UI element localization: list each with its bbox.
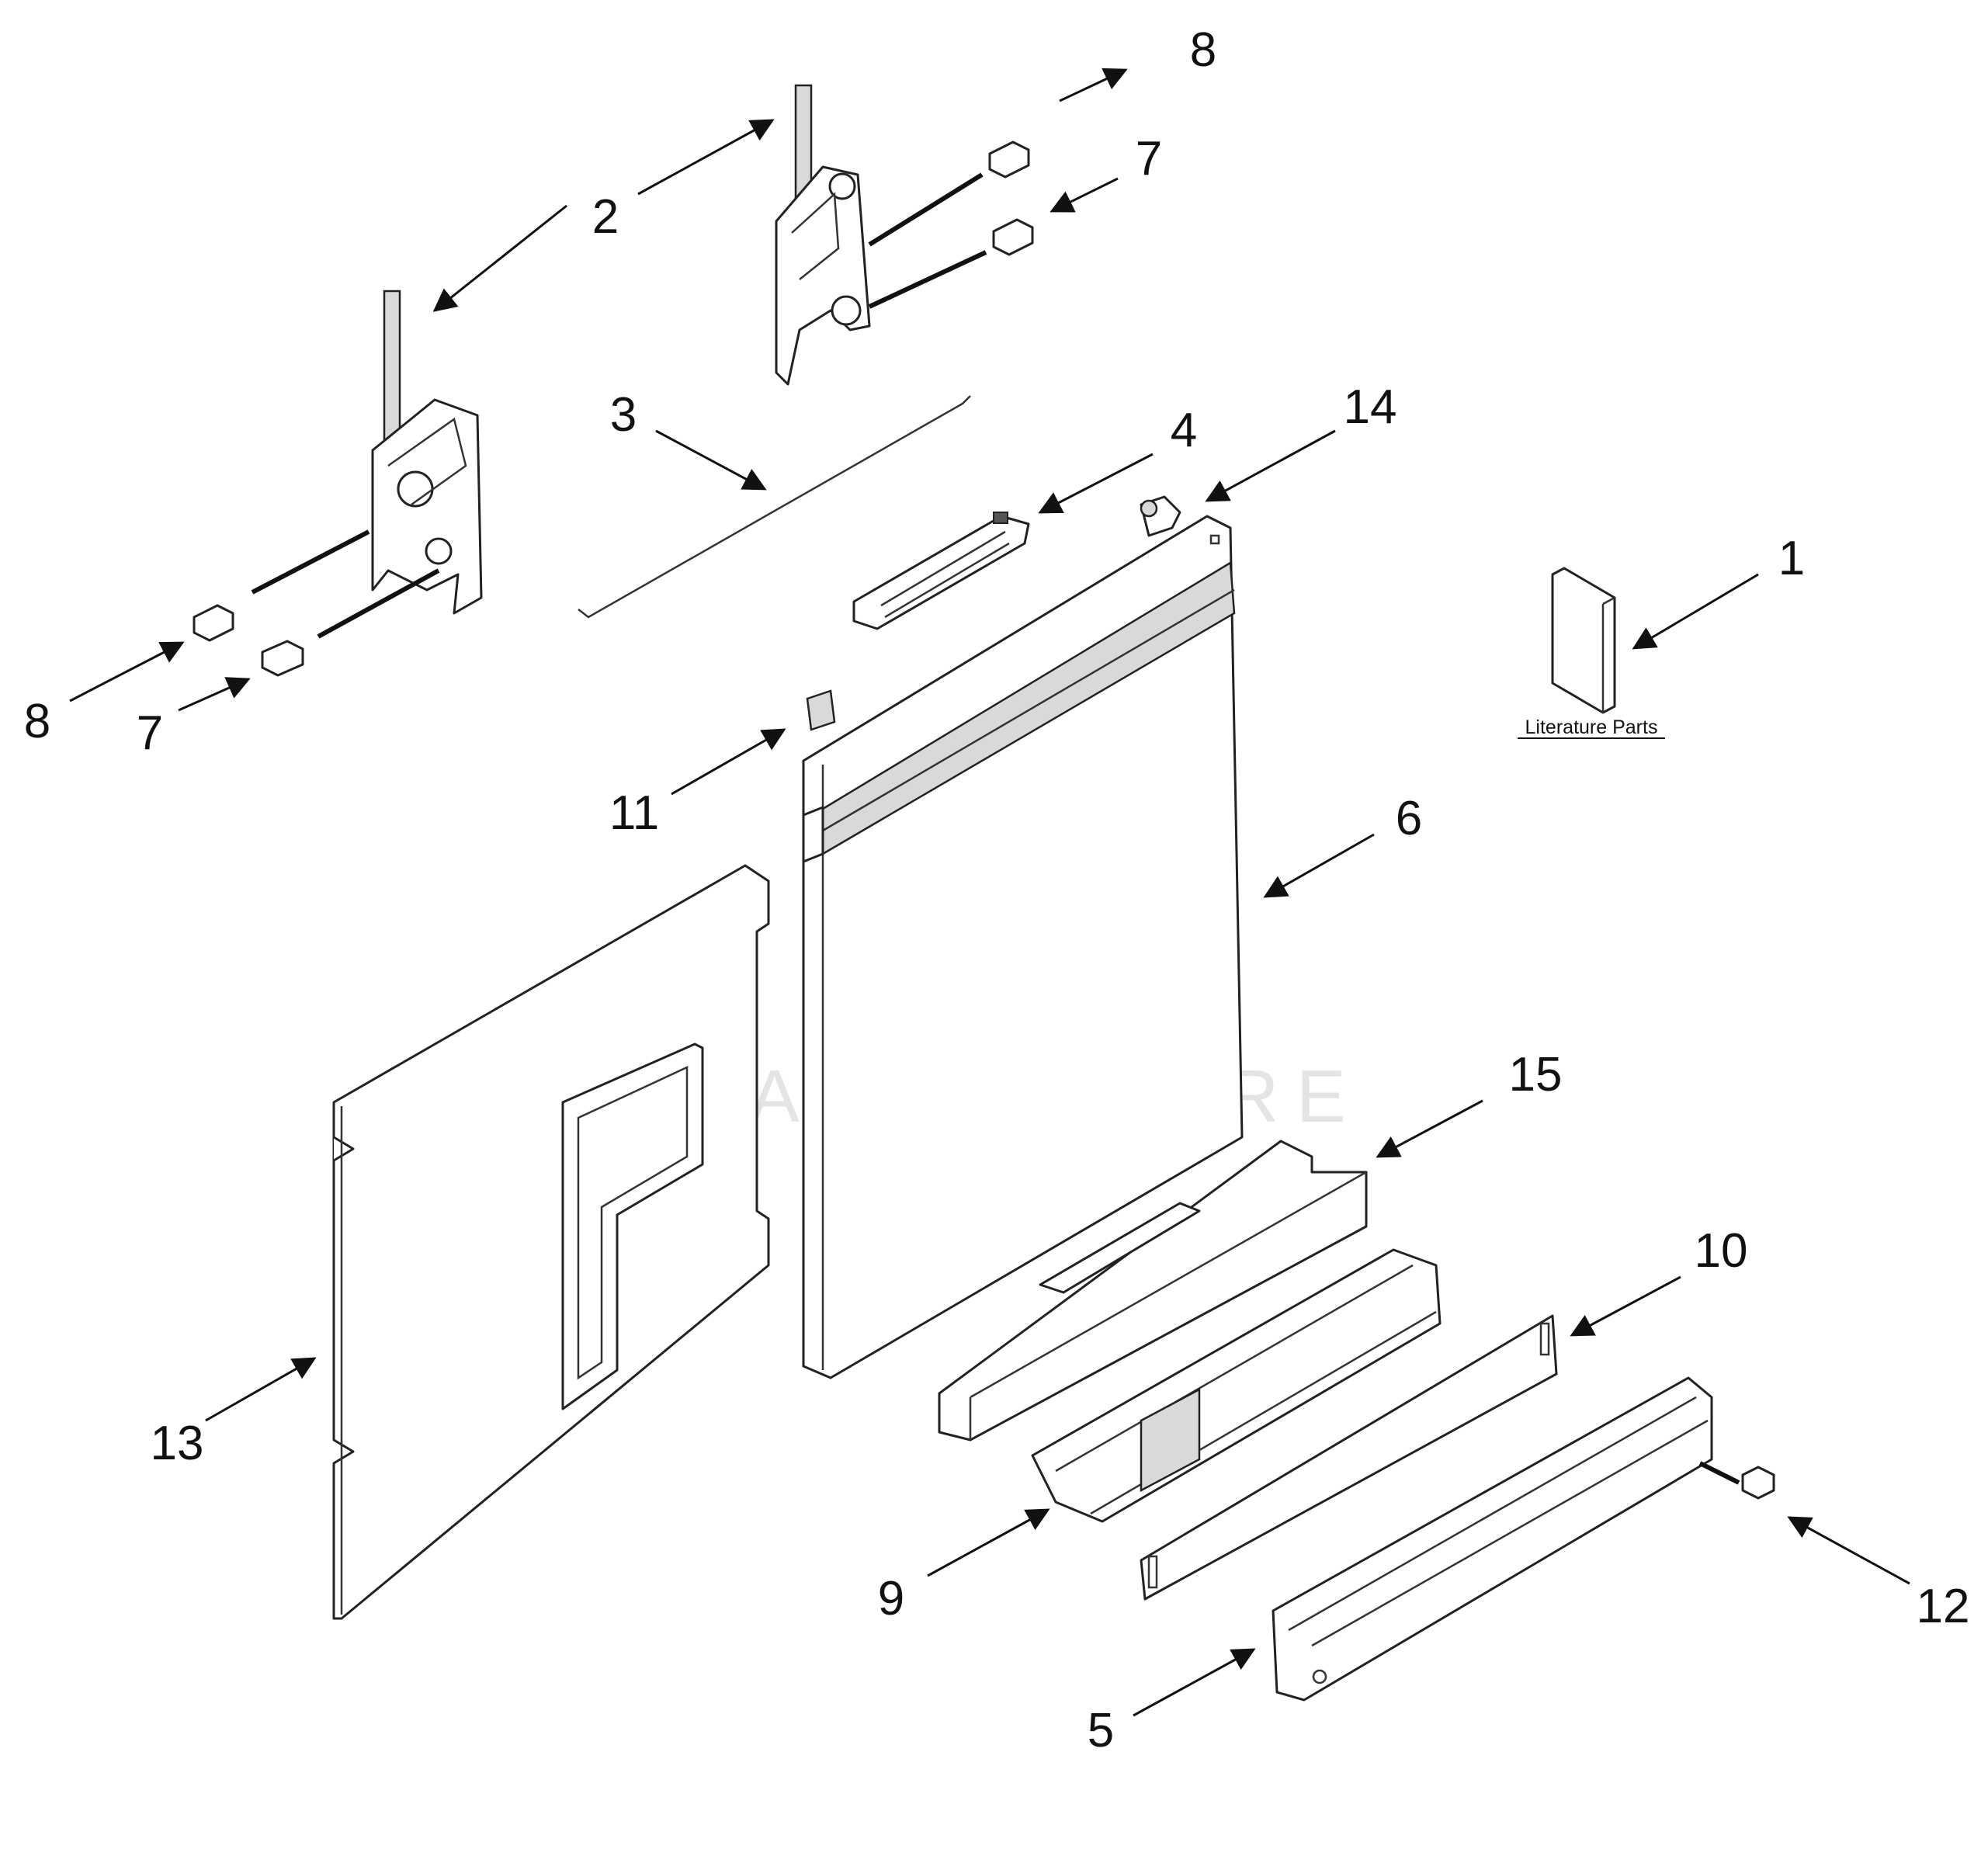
part-11-bracket [806, 689, 836, 731]
screws-right [868, 141, 1034, 309]
part-13-insulation-panel [332, 864, 770, 1620]
callout-15: 15 [1509, 1048, 1563, 1101]
part-14-latch-clip [1140, 495, 1181, 537]
part-9-bottom-channel [1031, 1248, 1442, 1523]
part-1-literature: Literature Parts [1518, 567, 1665, 739]
part-6-door-panel [802, 515, 1244, 1379]
callout-12: 12 [1917, 1580, 1970, 1633]
callout-6: 6 [1396, 792, 1422, 845]
screws-left [193, 529, 440, 677]
callout-3: 3 [610, 388, 637, 442]
part-15-bottom-insulation [938, 1140, 1368, 1441]
callout-7-left: 7 [137, 706, 163, 760]
part-2-hinge-left [371, 290, 483, 615]
callout-5: 5 [1088, 1704, 1114, 1757]
callout-1: 1 [1778, 532, 1805, 585]
part-4-handle [852, 512, 1030, 630]
part-2-hinge-right [775, 84, 871, 386]
callout-7-right: 7 [1136, 132, 1162, 186]
part-12-screw [1698, 1461, 1775, 1500]
callout-8-left: 8 [24, 695, 50, 748]
callout-2: 2 [592, 190, 619, 244]
callout-4: 4 [1171, 404, 1197, 457]
callout-14: 14 [1344, 380, 1397, 434]
part-5-toe-kick [1272, 1376, 1713, 1702]
callout-8-right: 8 [1190, 23, 1216, 77]
callouts: 1 2 3 4 5 6 7 7 8 8 9 10 11 12 13 14 15 [24, 23, 1970, 1757]
literature-parts-label: Literature Parts [1525, 716, 1658, 738]
part-10-strip [1140, 1314, 1558, 1601]
callout-10: 10 [1695, 1224, 1748, 1278]
callout-13: 13 [151, 1417, 204, 1470]
callout-11: 11 [609, 786, 659, 840]
leader-lines [69, 68, 1910, 1717]
callout-9: 9 [878, 1572, 904, 1625]
part-3-rod [578, 395, 971, 619]
